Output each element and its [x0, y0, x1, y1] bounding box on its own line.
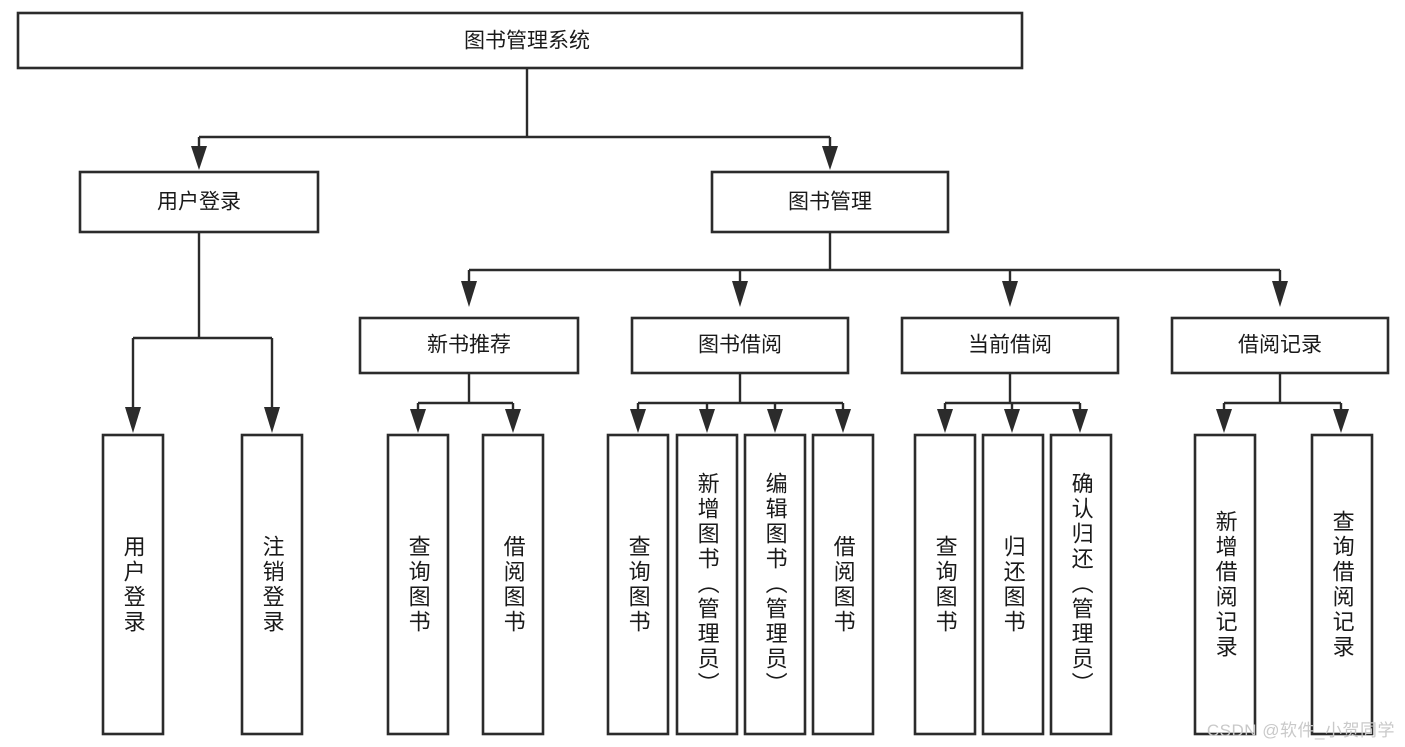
- arrow-head-bookborrow-leaf-2: [699, 409, 715, 433]
- arrow-head-bookborrow-leaf-4: [835, 409, 851, 433]
- leaf-node-br-query-record-box[interactable]: [1310, 433, 1374, 736]
- node-book-manage-label: 图书管理: [788, 191, 872, 214]
- node-book-borrow-label: 图书借阅: [698, 334, 782, 357]
- connector-group-root: [191, 68, 838, 170]
- node-borrow-record-label: 借阅记录: [1238, 334, 1322, 357]
- leaf-node-bb-borrow-book-box[interactable]: [811, 433, 875, 736]
- arrow-head-bookborrow-leaf-3: [767, 409, 783, 433]
- arrow-head-bookmanage-to-bookborrow: [732, 281, 748, 307]
- leaf-node-rec-query-book-box[interactable]: [386, 433, 450, 736]
- node-borrow-record[interactable]: 借阅记录: [1170, 316, 1390, 375]
- leaf-node-bb-query-book-box[interactable]: [606, 433, 670, 736]
- node-book-borrow[interactable]: 图书借阅: [630, 316, 850, 375]
- arrow-head-bookmanage-to-currentborrow: [1002, 281, 1018, 307]
- node-root-title[interactable]: 图书管理系统: [16, 11, 1024, 70]
- node-user-login-label: 用户登录: [157, 191, 241, 214]
- node-current-borrow-label: 当前借阅: [968, 334, 1052, 357]
- connector-group-book-manage: [461, 232, 1288, 307]
- arrow-head-borrowrecord-leaf-1: [1216, 409, 1232, 433]
- node-new-book-rec-label: 新书推荐: [427, 334, 511, 357]
- arrow-head-bookborrow-leaf-1: [630, 409, 646, 433]
- node-new-book-rec-box[interactable]: [358, 316, 580, 375]
- node-book-manage-box[interactable]: [710, 170, 950, 234]
- connector-group-user-login: [125, 232, 280, 433]
- arrow-head-root-to-book-manage: [822, 146, 838, 170]
- node-root-title-box[interactable]: [16, 11, 1024, 70]
- leaf-node-bb-add-book-box[interactable]: [675, 433, 739, 736]
- arrow-head-userlogin-leaf-1: [125, 407, 141, 433]
- watermark-text: CSDN @软件_小贺同学: [1206, 721, 1395, 740]
- arrow-head-userlogin-leaf-2: [264, 407, 280, 433]
- arrow-head-bookmanage-to-newbook: [461, 281, 477, 307]
- leaf-node-cb-query-book-box[interactable]: [913, 433, 977, 736]
- connector-group-book-borrow: [630, 373, 851, 433]
- leaf-node-br-add-record-box[interactable]: [1193, 433, 1257, 736]
- connector-group-borrow-record: [1216, 373, 1349, 433]
- leaf-node-cb-confirm-return-box[interactable]: [1049, 433, 1113, 736]
- node-book-manage[interactable]: 图书管理: [710, 170, 950, 234]
- arrow-head-borrowrecord-leaf-2: [1333, 409, 1349, 433]
- node-borrow-record-box[interactable]: [1170, 316, 1390, 375]
- arrow-head-root-to-user-login: [191, 146, 207, 170]
- leaf-node-bb-edit-book-box[interactable]: [743, 433, 807, 736]
- arrow-head-bookmanage-to-borrowrecord: [1272, 281, 1288, 307]
- leaf-node-rec-borrow-book-box[interactable]: [481, 433, 545, 736]
- leaf-node-logout-box[interactable]: [240, 433, 304, 736]
- node-user-login[interactable]: 用户登录: [78, 170, 320, 234]
- node-current-borrow-box[interactable]: [900, 316, 1120, 375]
- node-root-title-label: 图书管理系统: [464, 30, 590, 53]
- leaf-node-user-login-box[interactable]: [101, 433, 165, 736]
- arrow-head-currentborrow-leaf-1: [937, 409, 953, 433]
- node-book-borrow-box[interactable]: [630, 316, 850, 375]
- node-new-book-rec[interactable]: 新书推荐: [358, 316, 580, 375]
- connector-group-current-borrow: [937, 373, 1088, 433]
- connector-group-new-book-rec: [410, 373, 521, 433]
- arrow-head-newbook-leaf-2: [505, 409, 521, 433]
- node-current-borrow[interactable]: 当前借阅: [900, 316, 1120, 375]
- arrow-head-newbook-leaf-1: [410, 409, 426, 433]
- arrow-head-currentborrow-leaf-3: [1072, 409, 1088, 433]
- leaf-node-cb-return-book-box[interactable]: [981, 433, 1045, 736]
- node-user-login-box[interactable]: [78, 170, 320, 234]
- arrow-head-currentborrow-leaf-2: [1004, 409, 1020, 433]
